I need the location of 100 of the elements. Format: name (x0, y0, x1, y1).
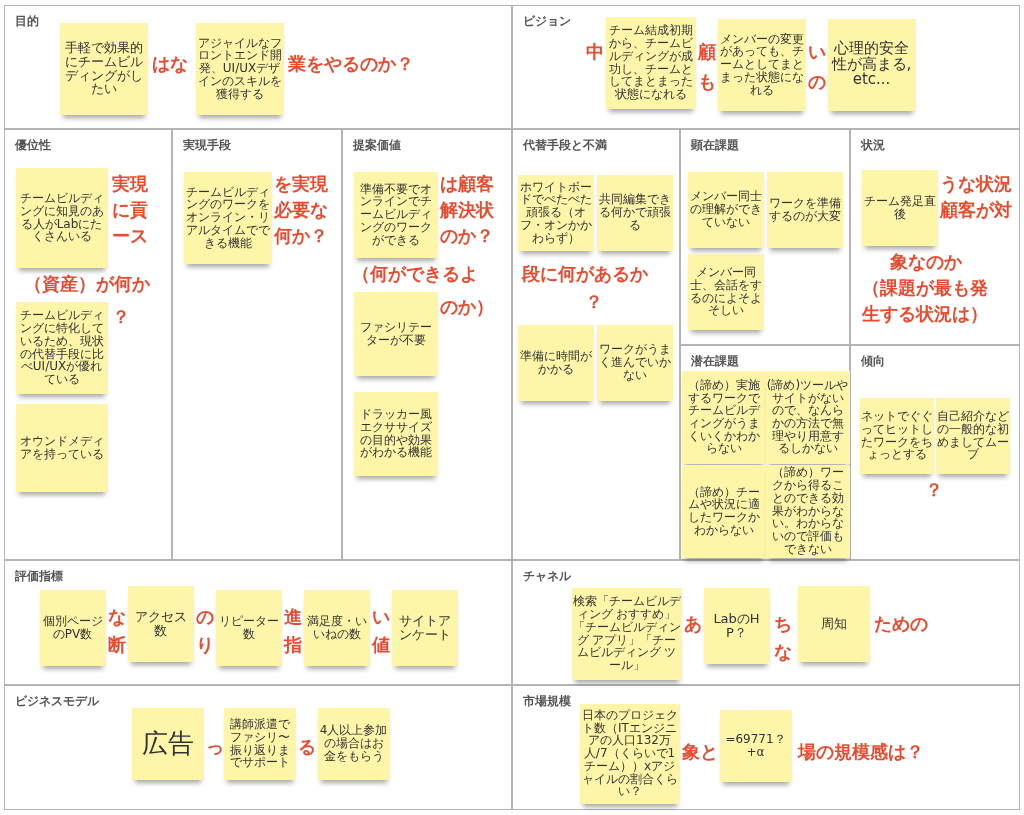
sticky-note (703, 587, 770, 664)
sticky-note-text: チームビルディングに特化しているため、現状の代替手段に比べUI/UXが優れている (18, 309, 105, 386)
question-text-fragment: ？ (585, 290, 603, 314)
sticky-note-text: 共同編集できる何かで頑張る (597, 193, 672, 232)
question-text-fragment: 解決状 (440, 198, 494, 222)
question-text-fragment: のか？ (440, 224, 494, 248)
section-heading: 潜在課題 (691, 353, 739, 370)
sticky-note-text: （諦め）チームや状況に適したワークかわからない (686, 485, 761, 537)
section-heading: 優位性 (15, 137, 51, 154)
canvas-section (172, 129, 342, 560)
sticky-note-text: 手軽で効果的にチームビルディングがしたい (63, 40, 144, 97)
question-text-fragment: うな状況 (940, 172, 1012, 196)
sticky-note (353, 391, 438, 476)
sticky-note-text: LabのHP？ (712, 611, 761, 640)
sticky-note-text: アクセス数 (133, 609, 188, 638)
canvas-section (512, 560, 1020, 685)
question-text-fragment: ための (874, 612, 928, 636)
canvas-section (680, 129, 850, 345)
sticky-note-text: ホワイトボードでぺたぺた頑張る（オフ・オンかかわらず） (518, 180, 593, 245)
sticky-note (195, 22, 284, 115)
section-heading: 顕在課題 (691, 137, 739, 154)
question-text-fragment: の (196, 605, 214, 629)
sticky-note (15, 301, 108, 394)
sticky-note (39, 589, 106, 666)
question-text-fragment: ース (112, 224, 148, 248)
question-text-fragment: （資産）が何か (24, 272, 150, 296)
sticky-note-text: オウンドメディアを持っている (18, 434, 105, 461)
question-text-fragment: 場の規模感は？ (798, 740, 924, 764)
sticky-note (935, 397, 1010, 474)
sticky-note (15, 403, 108, 492)
question-text-fragment: 業をやるのか？ (288, 52, 414, 76)
section-heading: 傾向 (861, 353, 885, 370)
sticky-note-text: メンバーの変更があっても、チームとしてまとまった状態になれる (718, 32, 805, 97)
sticky-note (827, 18, 916, 111)
canvas-section (680, 345, 850, 560)
question-text-fragment: い (808, 40, 826, 64)
question-text-fragment: 中 (586, 40, 604, 64)
sticky-note (605, 16, 696, 109)
sticky-note (127, 585, 194, 662)
sticky-note (391, 589, 458, 666)
sticky-note-text: 広告 (141, 729, 194, 758)
question-text-fragment: 実現 (112, 172, 148, 196)
sticky-note-text: メンバー同士、会話をするのによそよそしい (688, 266, 763, 317)
question-text-fragment: な (774, 640, 792, 664)
sticky-note-text: 自己紹介などの一般的な初めましてムーブ (936, 410, 1009, 461)
sticky-note-text: チームビルディングに知見のある人がLabにたくさんいる (18, 192, 105, 243)
sticky-note (131, 707, 204, 780)
sticky-note (571, 587, 682, 680)
sticky-note (215, 589, 282, 666)
sticky-note (687, 253, 764, 330)
question-text-fragment: る (298, 735, 316, 759)
question-text-fragment: の (808, 70, 826, 94)
section-heading: ビジネスモデル (15, 693, 99, 710)
sticky-note-text: 心理的安全性が高まる,etc... (830, 40, 913, 89)
question-text-fragment: な (108, 605, 126, 629)
sticky-note-text: （諦め）実施するワークでチームビルディングがうまくいくかわからない (686, 378, 761, 456)
canvas-section (342, 129, 512, 560)
question-text-fragment: 象なのか (890, 250, 962, 274)
sticky-note-text: =69771？+α (724, 732, 787, 759)
question-text-fragment: のか） (440, 295, 494, 319)
section-heading: ビジョン (523, 13, 571, 30)
canvas-section (4, 5, 512, 129)
question-text-fragment: ？ (925, 478, 943, 502)
sticky-note-text: ドラッカー風エクササイズの目的や効果がわかる機能 (358, 408, 433, 459)
question-text-fragment: に貢 (112, 198, 148, 222)
section-heading: 実現手段 (183, 137, 231, 154)
sticky-note-text: 4人以上参加の場合はお金をもらう (318, 724, 389, 763)
sticky-note-text: (諦め)ツールやサイトがないので、なんらかの方法で無理やり用意するしかない (766, 378, 849, 456)
sticky-note (766, 171, 843, 248)
sticky-note (596, 174, 673, 251)
question-text-fragment: （課題が最も発 (862, 276, 988, 300)
sticky-note (517, 174, 594, 251)
question-text-fragment: 段に何があるか (522, 262, 648, 286)
sticky-note-text: チーム発足直後 (862, 194, 937, 221)
sticky-note (717, 18, 806, 111)
question-text-fragment: ？ (112, 305, 130, 329)
sticky-note-text: 個別ページのPV数 (41, 614, 104, 641)
canvas-section (4, 685, 512, 810)
question-text-fragment: 顧 (698, 40, 716, 64)
sticky-note-text: 準備に時間がかかる (518, 349, 593, 376)
question-text-fragment: 値 (372, 633, 390, 657)
sticky-note (303, 589, 370, 666)
canvas-section (512, 5, 1020, 129)
sticky-note-text: 検索「チームビルディング おすすめ」「チームビルディング アプリ」「チームビルディング ツール」 (572, 595, 681, 672)
sticky-note (861, 169, 938, 246)
question-text-fragment: 指 (284, 633, 302, 657)
question-text-fragment: 進 (284, 605, 302, 629)
sticky-note (183, 171, 272, 264)
sticky-note-text: 満足度・いいねの数 (305, 614, 368, 641)
sticky-note (223, 707, 296, 780)
sticky-note-text: ネットでぐぐってヒットしたワークをちょっとする (860, 410, 933, 461)
section-heading: 市場規模 (523, 693, 571, 710)
sticky-note-text: 日本のプロジェクト数（ITエンジニアの人口132万人/7（くらいで1チーム））xアジャイルの割合くらい？ (580, 709, 679, 798)
sticky-note (59, 22, 148, 115)
question-text-fragment: あ (684, 612, 702, 636)
section-heading: 評価指標 (15, 568, 63, 585)
question-text-fragment: 何か？ (274, 224, 328, 248)
question-text-fragment: い (372, 605, 390, 629)
section-heading: 提案価値 (353, 137, 401, 154)
sticky-note (681, 370, 766, 464)
